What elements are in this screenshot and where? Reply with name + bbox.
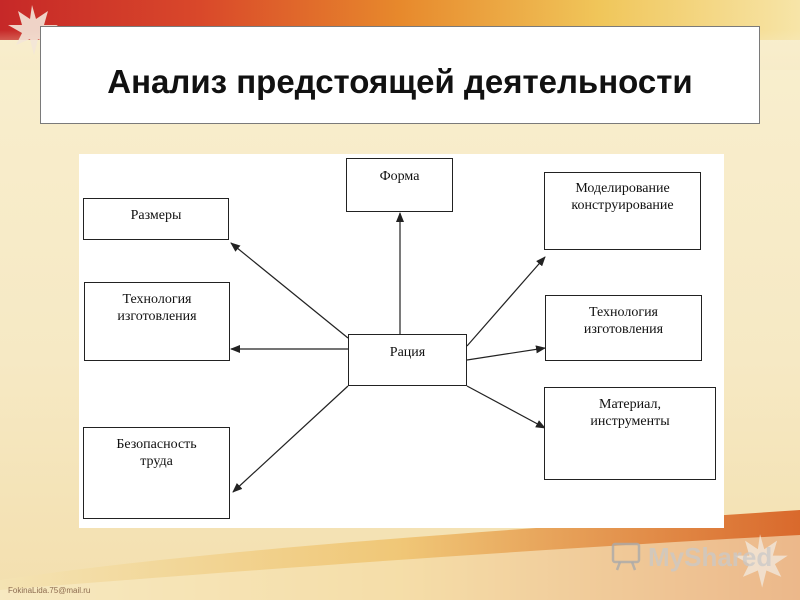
node-razmery-label: Размеры [130, 208, 182, 223]
node-model: Моделирование конструирование [544, 172, 701, 250]
presentation-board-icon [611, 542, 641, 571]
arrow-to-material [466, 385, 546, 429]
node-razmery: Размеры [83, 198, 229, 240]
node-center-label: Рация [389, 345, 426, 360]
arrow-to-razmery [230, 242, 349, 339]
arrow-to-tech-right [466, 345, 546, 361]
node-forma: Форма [346, 158, 453, 212]
node-tech-left-line1: Технология [122, 292, 192, 307]
bottom-decorative-wave [0, 510, 800, 600]
node-tech-right-line2: изготовления [583, 322, 664, 337]
watermark-email: FokinaLida.75@mail.ru [8, 586, 91, 595]
title-box: Анализ предстоящей деятельности [40, 26, 760, 124]
arrow-to-model [466, 256, 546, 347]
slide-title: Анализ предстоящей деятельности [107, 63, 693, 100]
node-center-radio: Рация [348, 334, 467, 386]
maple-leaf-icon [734, 534, 788, 588]
arrow-to-bezopasnost [232, 385, 349, 493]
maple-leaf-icon [8, 5, 58, 55]
node-model-line2: конструирование [571, 198, 674, 213]
node-tech-right: Технология изготовления [545, 295, 702, 361]
node-model-line1: Моделирование [575, 181, 670, 196]
node-bezopasnost-line1: Безопасность [116, 437, 197, 452]
node-material-line1: Материал, [599, 397, 661, 412]
node-material: Материал, инструменты [544, 387, 716, 480]
brand-logo: MyShared [610, 538, 772, 574]
node-bezopasnost-line2: труда [140, 454, 173, 469]
node-tech-right-line1: Технология [588, 305, 658, 320]
node-tech-left: Технология изготовления [84, 282, 230, 361]
node-tech-left-line2: изготовления [117, 309, 197, 324]
node-bezopasnost: Безопасность труда [83, 427, 230, 519]
node-material-line2: инструменты [590, 414, 670, 429]
brand-text: MyShared [648, 542, 773, 572]
node-forma-label: Форма [379, 169, 420, 184]
